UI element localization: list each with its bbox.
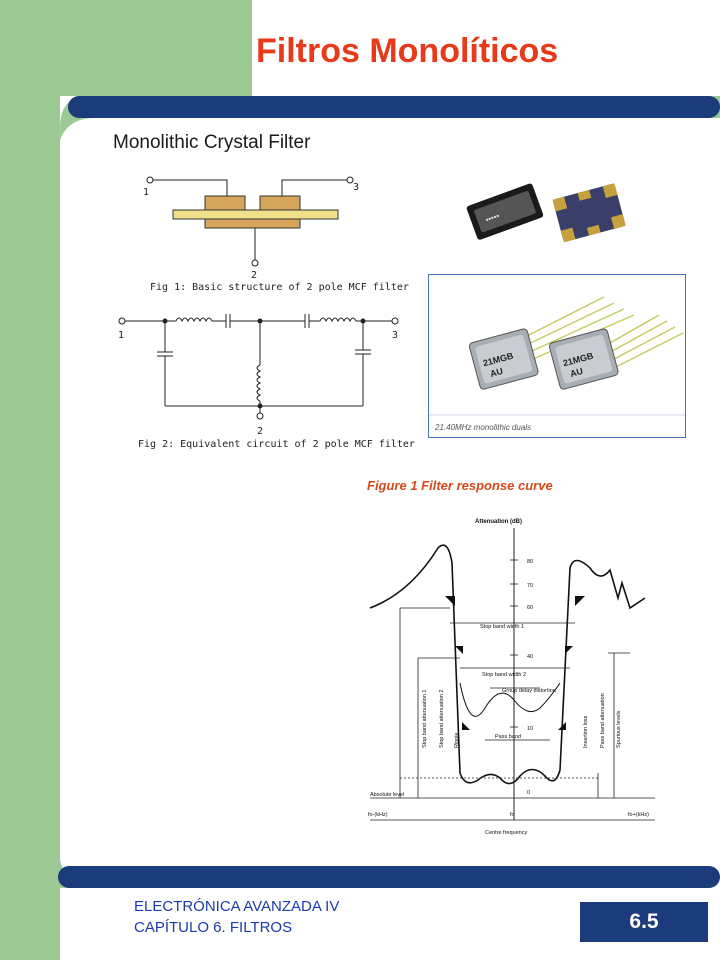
photo-caption: 21.40MHz monolithic duals: [434, 423, 531, 432]
pass-band-label: Pass band: [495, 734, 521, 740]
filter-response-curve: Attenuation (dB) 80 70 60 40 10 0: [368, 519, 655, 836]
stop-band-width-2: Stop band width 2: [482, 672, 526, 678]
ripple-label: Ripple: [454, 732, 460, 748]
stop-band-width-1: Stop band width 1: [480, 624, 524, 630]
top-green-block: [60, 0, 252, 96]
insertion-loss-label: Insertion loss: [583, 715, 589, 748]
absolute-level-label: Absolute level: [370, 792, 404, 798]
stop-band-att-1: Stop band attenuation 1: [422, 690, 428, 748]
fig2-pin2-label: 2: [257, 426, 263, 437]
x-axis-title: Centre frequency: [485, 830, 527, 836]
chip-label-2b: AU: [569, 366, 584, 379]
slide-subtitle: Monolithic Crystal Filter: [113, 132, 311, 153]
fig1-pin3-label: 3: [353, 182, 359, 193]
fig2-pin3-label: 3: [392, 330, 398, 341]
y-tick-80: 80: [527, 559, 533, 565]
top-header-bar: [68, 96, 720, 118]
pass-band-att-label: Pass band attenuation: [600, 693, 606, 748]
fig2-pin1-label: 1: [118, 330, 124, 341]
monolithic-duals-photo: 21MGB AU 21MGB AU 21.40MHz monolithic du…: [428, 274, 686, 438]
footer-line-2: CAPÍTULO 6. FILTROS: [134, 919, 293, 936]
left-green-strip: [0, 0, 60, 960]
y-tick-0: 0: [527, 790, 530, 796]
fig1-pin1-label: 1: [143, 187, 149, 198]
y-tick-60: 60: [527, 605, 533, 611]
fig2-equivalent-circuit: [118, 314, 399, 420]
x-label-right: fo+(kHz): [628, 812, 649, 818]
stop-band-att-2: Stop band attenuation 2: [439, 690, 445, 748]
y-axis-title: Attenuation (dB): [475, 519, 522, 525]
response-figure-title: Figure 1 Filter response curve: [367, 478, 553, 493]
footer-line-1: ELECTRÓNICA AVANZADA IV: [134, 898, 340, 915]
y-tick-40: 40: [527, 654, 533, 660]
mcf-circuit-diagrams: 1 3 2 Fig 1: Basic structure of 2 pole M…: [118, 176, 415, 450]
fig1-pin2-label: 2: [251, 270, 257, 281]
fig1-structure: [146, 176, 354, 267]
y-tick-10: 10: [527, 726, 533, 732]
fig2-caption: Fig 2: Equivalent circuit of 2 pole MCF …: [138, 439, 415, 450]
footer-text: ELECTRÓNICA AVANZADA IV CAPÍTULO 6. FILT…: [134, 896, 339, 938]
smd-crystal-photo: ▪▪▪▪▪: [466, 183, 626, 243]
page-number-badge: 6.5: [580, 902, 708, 942]
fig1-caption: Fig 1: Basic structure of 2 pole MCF fil…: [150, 282, 409, 293]
x-label-center: fo: [510, 812, 515, 818]
y-tick-70: 70: [527, 583, 533, 589]
slide-title: Filtros Monolíticos: [256, 32, 559, 70]
duals-photo-graphic: 21MGB AU 21MGB AU 21.40MHz monolithic du…: [429, 296, 685, 432]
x-label-left: fo-(kHz): [368, 812, 388, 818]
response-curve-line: [369, 544, 646, 785]
spurious-label: Spurious levels: [616, 710, 622, 748]
group-delay-label: Group delay distortion: [502, 688, 556, 694]
bottom-footer-bar: [58, 866, 720, 888]
chip-label-1b: AU: [489, 366, 504, 379]
